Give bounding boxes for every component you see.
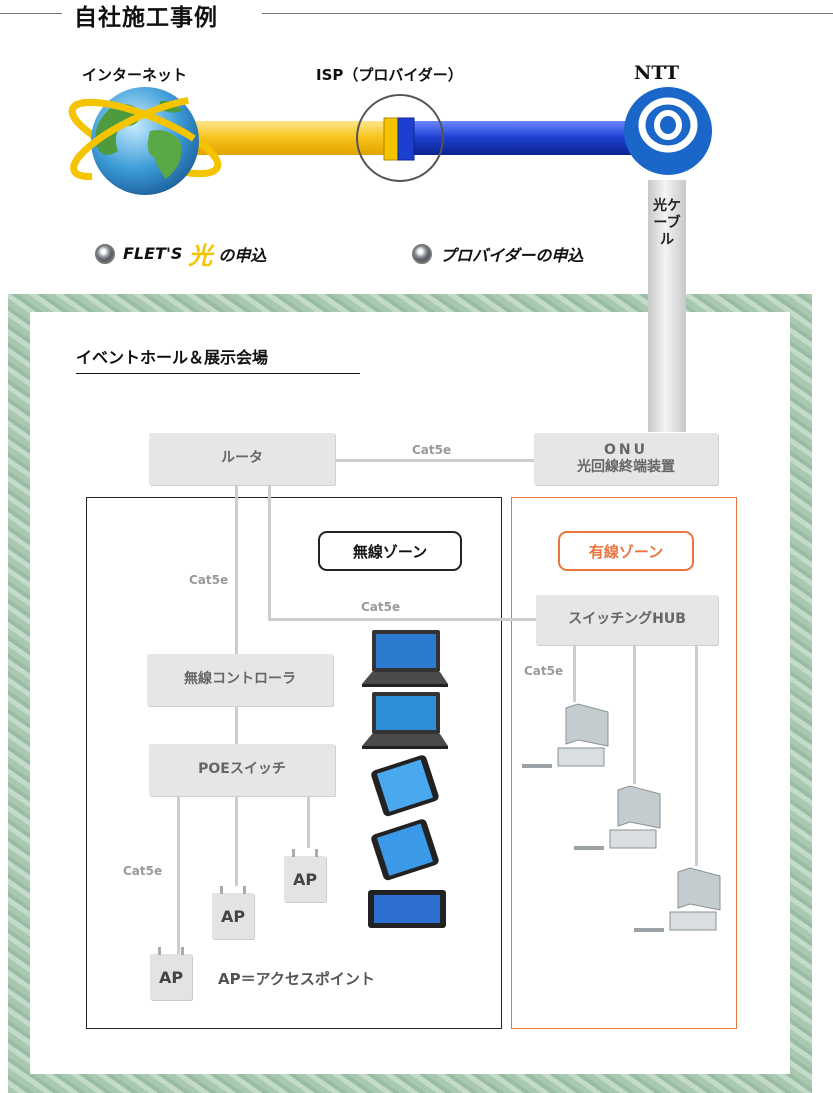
access-point: AP bbox=[212, 886, 254, 939]
hub-pc3-wire bbox=[695, 646, 698, 866]
poe-switch-box: POEスイッチ bbox=[149, 744, 335, 796]
provider-apply-option[interactable]: プロバイダーの申込 bbox=[412, 242, 583, 266]
desktop-pc-icon bbox=[634, 867, 721, 932]
ap-label: AP bbox=[220, 906, 246, 926]
internet-link bbox=[190, 121, 400, 155]
cable-label: Cat5e bbox=[189, 573, 229, 587]
hub-pc1-wire bbox=[573, 646, 576, 702]
heading-rule-right bbox=[262, 13, 833, 14]
onu-description: 光回線終端装置 bbox=[577, 459, 675, 475]
page-title: 自社施工事例 bbox=[74, 5, 218, 31]
desktop-pc-icon bbox=[574, 785, 661, 850]
cable-label: Cat5e bbox=[123, 864, 163, 878]
wired-zone-label: 有線ゾーン bbox=[558, 531, 694, 571]
ap-label: AP bbox=[292, 869, 318, 889]
router-label: ルータ bbox=[221, 450, 263, 467]
cable-label: Cat5e bbox=[524, 664, 564, 678]
isp-node-icon bbox=[356, 94, 444, 182]
access-point: AP bbox=[150, 947, 192, 1000]
fiber-cable-label: 光ケーブル bbox=[653, 198, 681, 248]
poe-ap3-wire bbox=[307, 796, 310, 848]
isp-label: ISP（プロバイダー） bbox=[316, 66, 463, 84]
provider-apply-label: プロバイダーの申込 bbox=[440, 246, 584, 265]
hub-pc2-wire bbox=[633, 646, 636, 784]
onu-box: ONU 光回線終端装置 bbox=[534, 433, 718, 485]
laptop-icon bbox=[362, 630, 448, 687]
cable-label: Cat5e bbox=[361, 600, 401, 614]
flets-apply-option[interactable]: FLET'S 光 の申込 bbox=[95, 236, 266, 271]
internet-label: インターネット bbox=[82, 66, 188, 84]
cable-label: Cat5e bbox=[412, 443, 452, 457]
wireless-zone-label: 無線ゾーン bbox=[318, 531, 462, 571]
flets-hikari: 光 bbox=[188, 242, 213, 270]
router-hub-wire-v bbox=[268, 486, 271, 620]
radio-icon bbox=[412, 244, 432, 264]
desktop-pc-icon bbox=[522, 703, 609, 768]
radio-icon bbox=[95, 243, 115, 264]
fiber-cable bbox=[648, 180, 686, 432]
wired-pcs bbox=[522, 703, 721, 932]
ntt-label: NTT bbox=[634, 62, 679, 84]
ap-label: AP bbox=[158, 967, 184, 987]
router-box: ルータ bbox=[149, 433, 335, 485]
internet-globe-icon bbox=[68, 87, 222, 195]
laptop-icon bbox=[362, 692, 448, 749]
wireless-controller-box: 無線コントローラ bbox=[147, 654, 333, 706]
ntt-logo-icon bbox=[624, 87, 712, 175]
switching-hub-box: スイッチングHUB bbox=[536, 595, 718, 645]
router-controller-wire bbox=[235, 486, 238, 654]
top-network-diagram bbox=[68, 87, 712, 195]
venue-title: イベントホール＆展示会場 bbox=[76, 344, 360, 374]
poe-ap2-wire bbox=[235, 796, 238, 886]
wireless-devices bbox=[362, 630, 448, 928]
onu-label: ONU bbox=[604, 441, 648, 458]
controller-poe-wire bbox=[235, 706, 238, 744]
switching-hub-label: スイッチングHUB bbox=[568, 611, 686, 628]
router-onu-wire bbox=[336, 459, 536, 462]
wired-zone bbox=[511, 497, 737, 1029]
router-hub-wire-h bbox=[268, 618, 536, 621]
flets-suffix: の申込 bbox=[218, 245, 267, 265]
isp-link bbox=[400, 121, 640, 155]
poe-ap1-wire bbox=[177, 796, 180, 956]
smartphone-icon bbox=[371, 819, 439, 881]
flets-prefix: FLET'S bbox=[123, 244, 183, 263]
tablet-icon bbox=[368, 890, 446, 928]
smartphone-icon bbox=[371, 755, 439, 817]
poe-switch-label: POEスイッチ bbox=[198, 761, 286, 778]
wireless-controller-label: 無線コントローラ bbox=[184, 671, 296, 688]
access-point: AP bbox=[284, 849, 326, 902]
heading-rule-left bbox=[0, 13, 62, 14]
wireless-zone bbox=[86, 497, 502, 1029]
ap-legend: AP＝アクセスポイント bbox=[218, 970, 375, 988]
